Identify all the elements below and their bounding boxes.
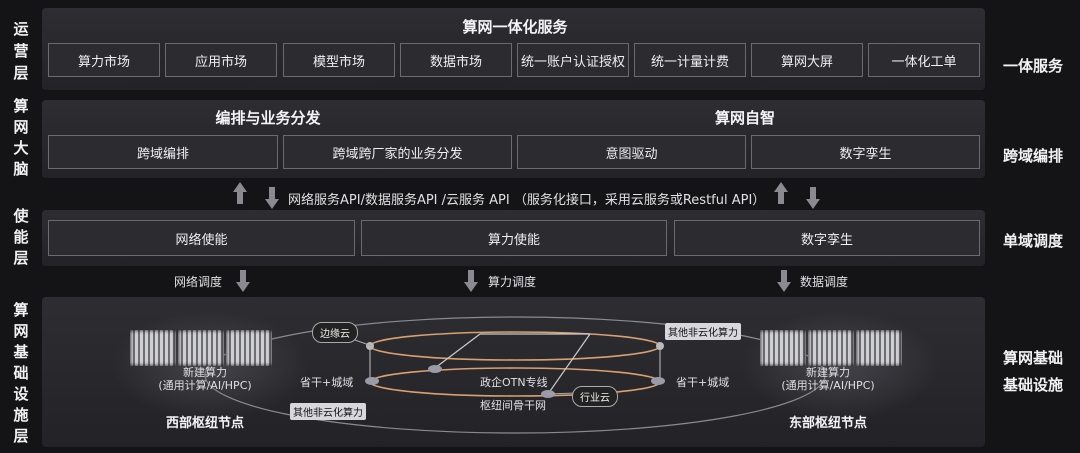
west-caption: 新建算力 (通用计算/AI/HPC) [158,366,252,392]
ops-right-label: 一体服务 [1002,57,1063,75]
otn-label: 政企OTN专线 [480,376,548,389]
brain-item-0[interactable]: 跨域编排 [48,135,278,169]
enable-right-label: 单域调度 [1002,232,1063,250]
east-server-2 [808,330,854,366]
schedule-arrow-compute [464,270,478,292]
west-server-1 [130,330,176,366]
west-title: 西部枢纽节点 [165,416,244,431]
layer-label-infra: 算 网 基 础 设 施 层 [13,301,29,445]
enable-item-2[interactable]: 数字孪生 [674,220,980,256]
backbone-label: 枢纽间骨干网 [480,399,546,412]
industry-cloud-label: 行业云 [572,386,618,407]
ops-item-4[interactable]: 统一账户认证授权 [517,43,629,77]
ops-item-1[interactable]: 应用市场 [165,43,277,77]
api-arrow-down-right [806,187,820,209]
ops-item-6[interactable]: 算网大屏 [751,43,863,77]
layer-label-ops: 运 营 层 [13,20,29,82]
brain-title-left: 编排与业务分发 [215,109,321,127]
schedule-network: 网络调度 [174,275,223,289]
other-compute-top: 其他非云化算力 [665,323,741,340]
enable-item-1[interactable]: 算力使能 [361,220,667,256]
ops-item-5[interactable]: 统一计量计费 [634,43,746,77]
schedule-compute: 算力调度 [488,275,537,289]
infra-right-label-1: 算网基础 [1002,349,1063,367]
east-server-1 [760,330,806,366]
ops-title: 算网一体化服务 [462,18,568,36]
schedule-data: 数据调度 [800,275,849,289]
enable-item-0[interactable]: 网络使能 [48,220,355,256]
schedule-arrow-data [777,270,791,292]
ops-item-7[interactable]: 一体化工单 [868,43,980,77]
brain-title-right: 算网自智 [714,109,775,127]
schedule-arrow-network [236,270,250,292]
other-compute-bottom: 其他非云化算力 [290,403,366,420]
west-server-3 [226,330,272,366]
prov-right-label: 省干+城域 [676,376,730,389]
brain-item-3[interactable]: 数字孪生 [751,135,980,169]
ops-item-3[interactable]: 数据市场 [400,43,512,77]
layer-label-brain: 算 网 大 脑 [13,97,29,178]
brain-right-label: 跨域编排 [1002,147,1063,165]
api-arrow-up-right [774,182,788,204]
ops-item-2[interactable]: 模型市场 [283,43,395,77]
infra-right-label-2: 基础设施 [1002,376,1063,394]
east-title: 东部枢纽节点 [788,416,867,431]
edge-cloud-label: 边缘云 [312,322,358,343]
prov-left-label: 省干+城域 [300,376,354,389]
api-arrow-down-left [265,187,279,209]
ops-item-0[interactable]: 算力市场 [48,43,160,77]
brain-item-1[interactable]: 跨域跨厂家的业务分发 [283,135,512,169]
brain-item-2[interactable]: 意图驱动 [517,135,746,169]
west-server-2 [178,330,224,366]
api-text: 网络服务API/数据服务API /云服务 API （服务化接口，采用云服务或Re… [288,193,766,208]
east-caption: 新建算力 (通用计算/AI/HPC) [781,366,875,392]
layer-label-enable: 使 能 层 [13,207,29,267]
east-server-3 [856,330,902,366]
api-arrow-up-left [233,182,247,204]
